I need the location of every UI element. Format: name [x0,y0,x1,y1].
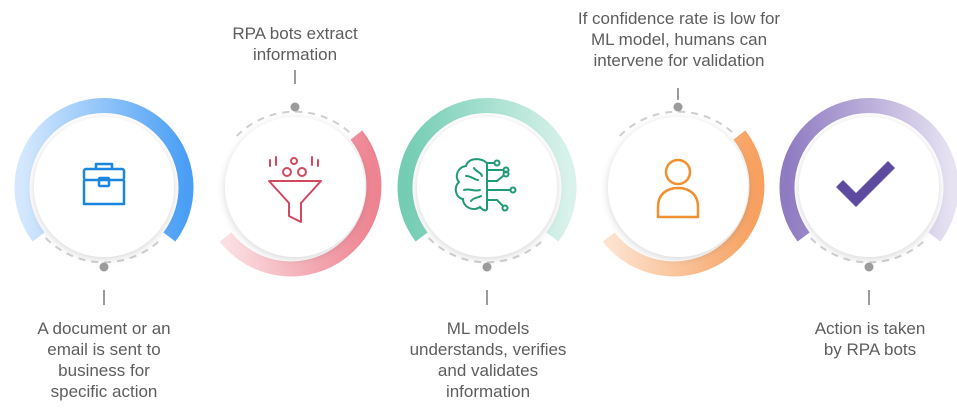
step-2-caption: RPA bots extract information [232,24,358,64]
step-5 [779,98,957,305]
step-4 [602,88,765,277]
step-1-dashed-arc [44,237,164,264]
step-4-connector-dot [673,102,683,112]
funnel-icon [268,156,322,223]
step-3-caption: ML models understands, verifies and vali… [409,319,567,401]
person-icon [656,158,700,219]
step-1-gradient-arc [14,98,194,242]
step-1-caption: A document or an email is sent to busine… [37,319,171,401]
step-5-caption: Action is taken by RPA bots [814,319,926,359]
step-5-gradient-arc [779,98,957,242]
brain-circuit-icon [454,158,517,212]
step-2-dashed-arc [235,110,355,137]
step-4-caption: If confidence rate is low for ML model, … [577,9,781,70]
step-3-gradient-arc [397,98,577,242]
step-4-gradient-arc [602,130,765,277]
step-2-connector-dot [290,102,300,112]
step-3-connector-dot [482,262,492,272]
step-2-gradient-arc [219,130,382,277]
checkmark-icon [836,161,895,207]
step-3 [397,98,577,305]
briefcase-icon [82,162,126,206]
step-5-connector-dot [864,262,874,272]
step-1 [14,98,194,305]
step-1-connector-dot [99,262,109,272]
step-2 [219,70,382,277]
step-2-circle [225,117,365,257]
step-5-dashed-arc [809,237,929,264]
step-3-dashed-arc [427,237,547,264]
step-4-dashed-arc [618,110,738,137]
